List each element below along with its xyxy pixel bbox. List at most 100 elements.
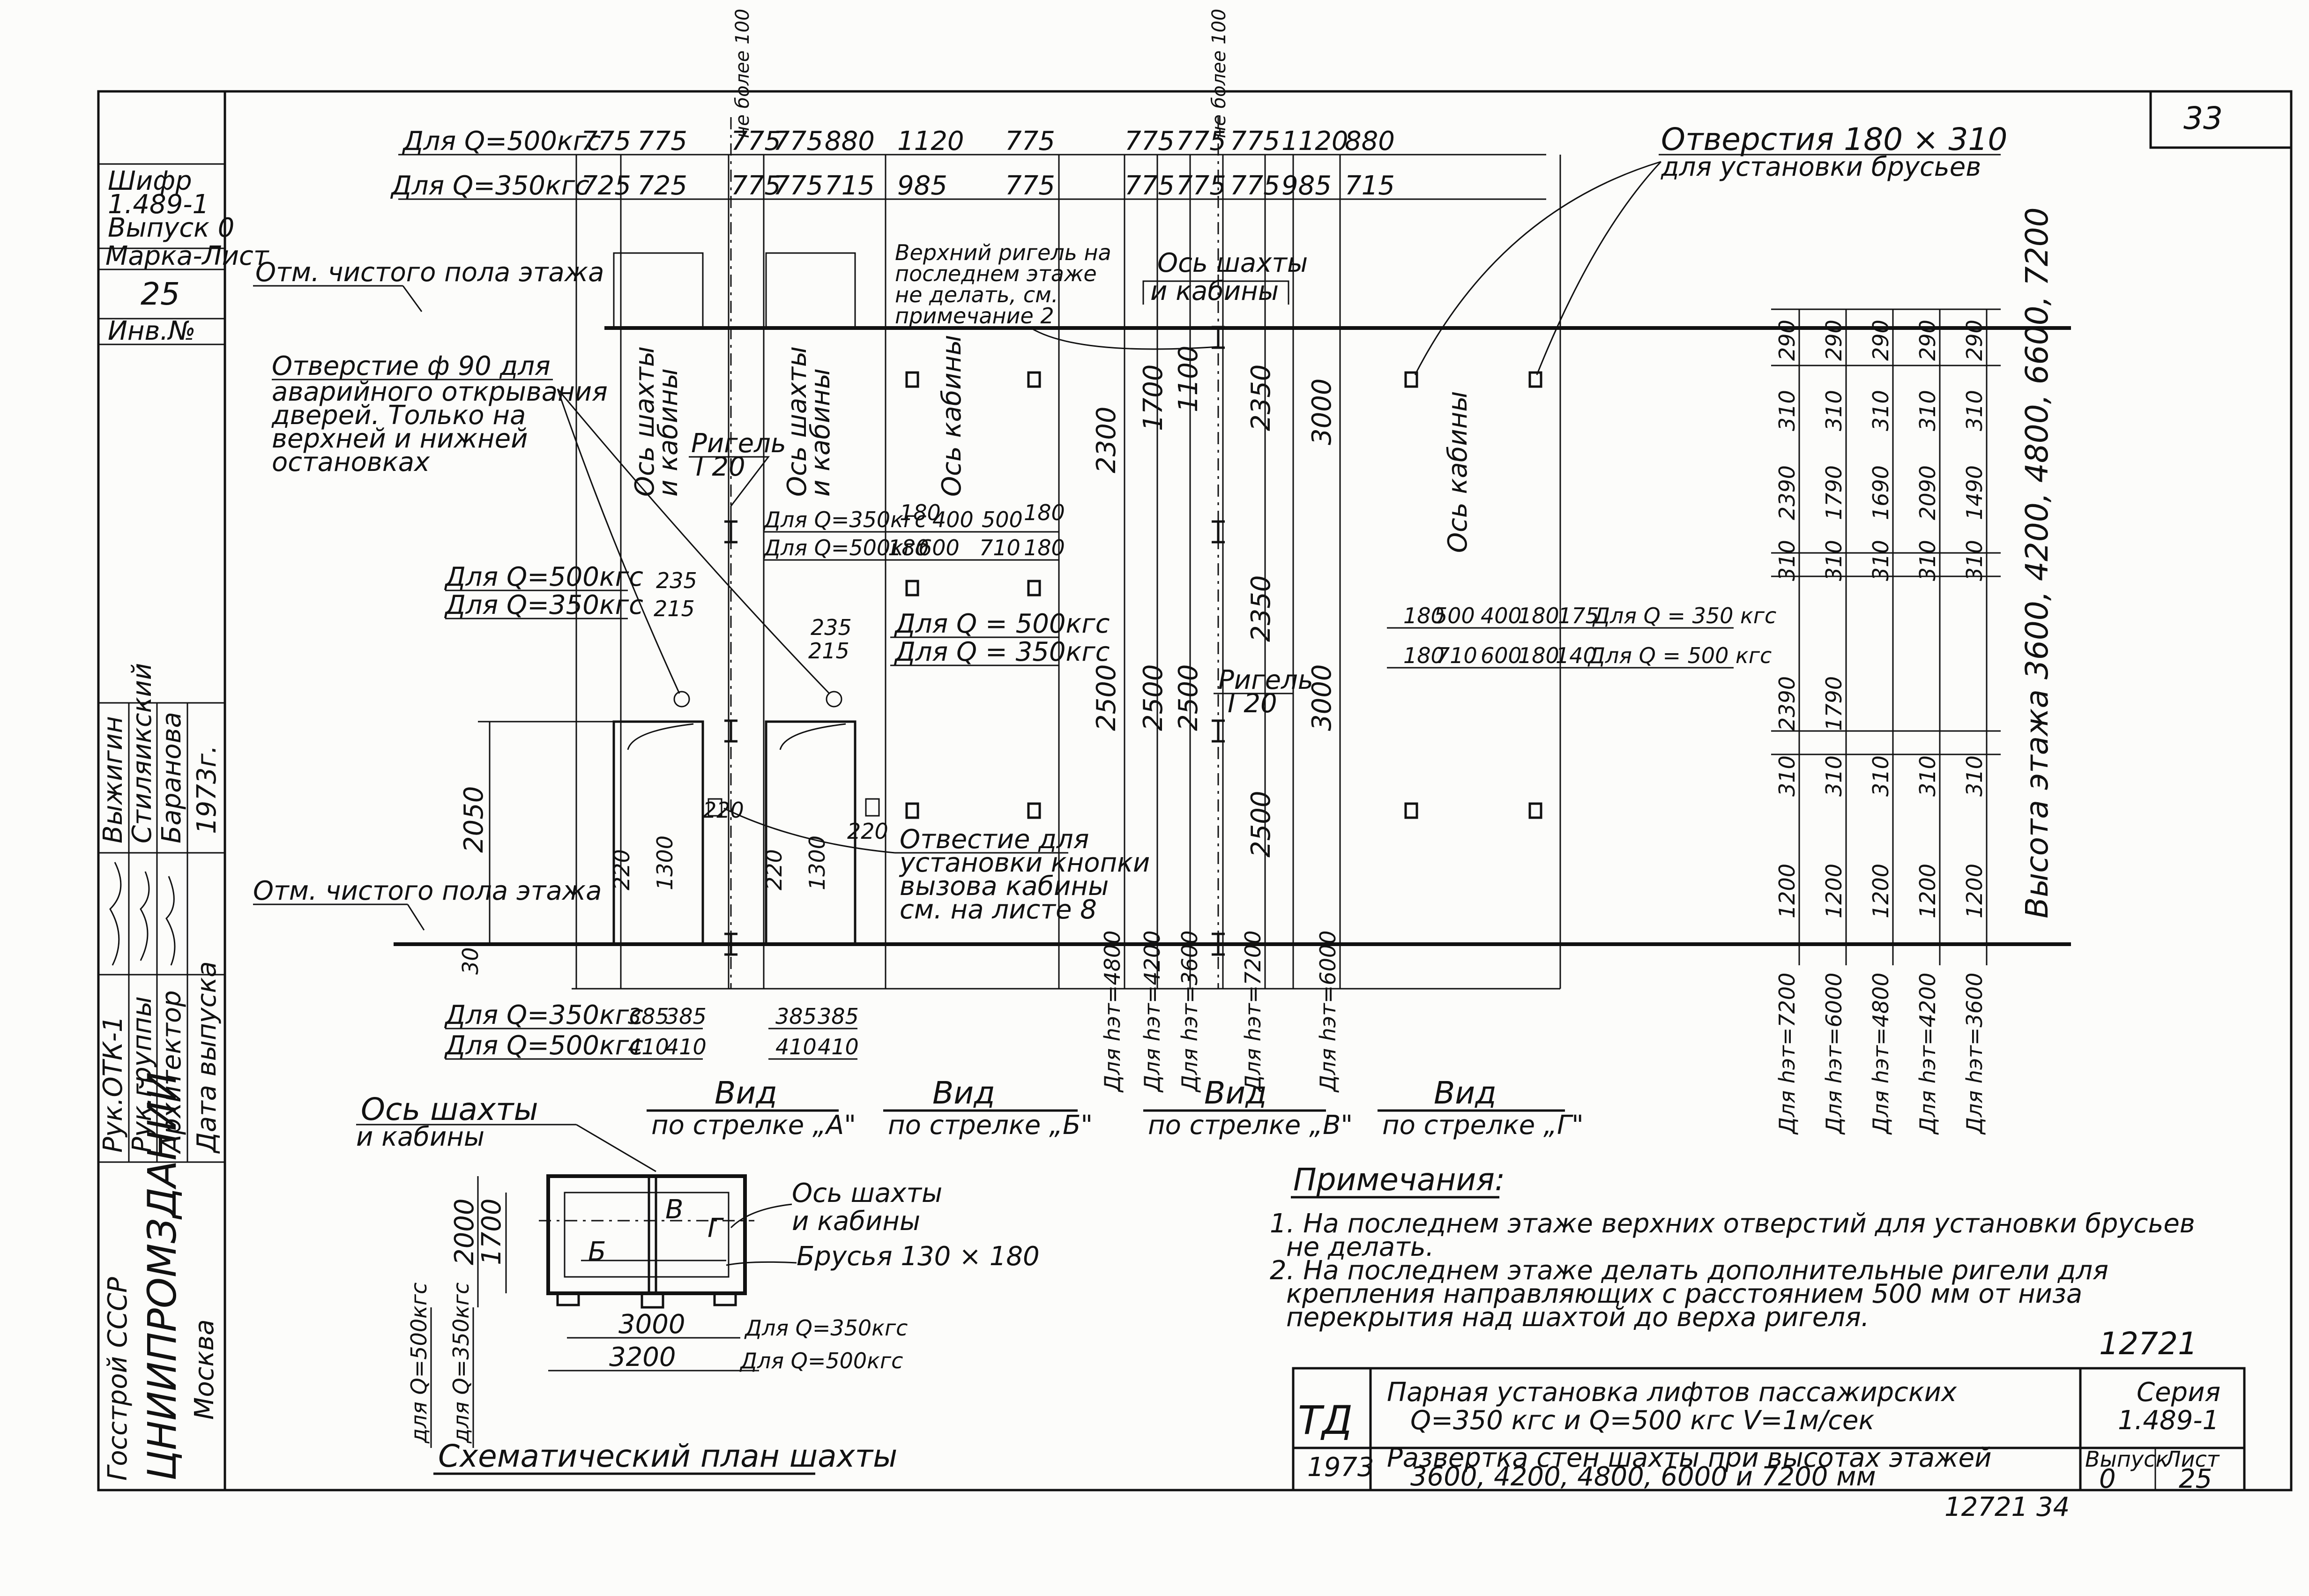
role-1: Рук.ОТК-1 <box>98 1016 128 1153</box>
a-q500-label: Для Q=500кгс <box>444 562 643 592</box>
series-label: Серия <box>2137 1377 2220 1408</box>
hole-90-line2: аварийного открывания <box>272 377 608 407</box>
view-a-title: Вид <box>715 1075 777 1111</box>
series-value: 1.489-1 <box>2118 1405 2219 1436</box>
right-top-value: 290 <box>1774 320 1800 361</box>
note-line-5: перекрытия над шахтой до верха ригеля. <box>1286 1302 1870 1333</box>
top-row1-value: 775 <box>1230 126 1280 157</box>
column-grid <box>575 117 1561 989</box>
holes-180-label: Отверстия 180 × 310 <box>1661 121 2007 157</box>
g-dim-600: 600 <box>1481 643 1522 668</box>
view-g-title: Вид <box>1434 1075 1497 1111</box>
floor-bottom-label: Отм. чистого пола этажа <box>253 876 602 906</box>
ibeam-symbol <box>1212 932 1225 956</box>
right-height-label: Для hэт=4800 <box>1868 973 1893 1135</box>
view-b: Ось кабины Верхний ригель на последнем э… <box>723 240 1219 1141</box>
v-height-label: Для hэт=6000 <box>1315 931 1341 1093</box>
view-v: Ось шахты и кабины 230025001700250011002… <box>1091 248 1353 1141</box>
hole-90-line4: верхней и нижней <box>272 424 528 454</box>
dim-1300-b: 1300 <box>804 835 830 890</box>
v-rigel-label: Ригель <box>1218 665 1313 695</box>
button-hole-left <box>708 798 722 817</box>
top-rigel-note-4: примечание 2 <box>895 303 1054 328</box>
right-height-label: Для hэт=4200 <box>1915 973 1940 1135</box>
stamp-year: 1973г. <box>192 745 222 834</box>
v-dim-value: 2500 <box>1246 791 1276 858</box>
dim-410-2: 410 <box>665 1034 707 1059</box>
right-mid-value: 1790 <box>1821 465 1847 520</box>
button-hole-line4: см. на листе 8 <box>900 895 1097 925</box>
v-height-label: Для hэт=7200 <box>1240 931 1266 1093</box>
b-dim-180-2: 180 <box>1024 500 1065 525</box>
floor-height-label: Высота этажа 3600, 4200, 4800, 6600, 720… <box>2019 207 2055 918</box>
b-dim-180-4: 180 <box>1024 535 1065 560</box>
b-q500-label: Для Q=500кгс <box>763 535 926 560</box>
view-b-sub: по стрелке „Б" <box>888 1110 1093 1141</box>
right-310-value: 310 <box>1774 390 1800 431</box>
right-310-value: 310 <box>1868 390 1893 431</box>
role-3: Архитектор <box>156 990 187 1154</box>
plan-left-q350: для Q=350кгс <box>448 1283 474 1444</box>
inv-label: Инв.№ <box>108 316 196 346</box>
dim-215-a: 215 <box>654 596 695 621</box>
top-row2-label: Для Q=350кгс <box>390 171 589 201</box>
a-q350-label: Для Q=350кгс <box>444 590 643 620</box>
v-dimension-stacks: 2300250017002500110025002350235025003000… <box>1091 345 1337 858</box>
issue-label: Выпуск <box>2085 1447 2168 1472</box>
g-dim-180-1: 180 <box>1403 603 1445 628</box>
role-2: Рук.группы <box>127 996 157 1153</box>
top-row1-value: 775 <box>1005 126 1055 157</box>
v-height-label: Для hэт=3600 <box>1177 931 1202 1093</box>
td-mark: ТД <box>1298 1397 1353 1443</box>
dim-410-1: 410 <box>628 1034 669 1059</box>
right-310b-value: 310 <box>1821 540 1847 581</box>
right-low-value: 2390 <box>1774 676 1800 731</box>
view-v-title: Вид <box>1204 1075 1267 1111</box>
archive-number: 12721 <box>2099 1326 2197 1362</box>
ibeam-symbol <box>1212 520 1225 544</box>
axis-shaft-a1: Ось шахты <box>630 346 660 497</box>
date-label: Дата выпуска <box>192 961 222 1154</box>
title-block: 12721 ТД 1973 Парная установка лифтов па… <box>1292 1326 2246 1522</box>
axis-cabin-g: Ось кабины <box>1443 391 1473 553</box>
name-3: Баранова <box>156 712 187 843</box>
axis-cabin-a2: и кабины <box>805 368 836 497</box>
v-dim-value: 2350 <box>1246 364 1276 431</box>
view-g: Ось кабины Отверстия 180 × 310 для устан… <box>1378 121 2007 1141</box>
page-number-box <box>2149 90 2293 149</box>
v-dim-value: 2500 <box>1138 664 1169 731</box>
beam-hole <box>1027 580 1041 597</box>
view-g-sub: по стрелке „Г" <box>1382 1110 1584 1141</box>
right-mid-value: 1490 <box>1962 465 1987 520</box>
plan-axis-cabin-2: и кабины <box>792 1206 920 1237</box>
plan-beams: Брусья 130 × 180 <box>797 1241 1040 1272</box>
v-dim-value: 1700 <box>1138 364 1169 431</box>
v-dim-value: 1100 <box>1173 345 1204 412</box>
plan-dim-2000: 2000 <box>449 1198 480 1265</box>
plan-q500: Для Q=500кгс <box>739 1348 903 1373</box>
top-row2-value: 775 <box>1230 171 1280 201</box>
sheet-frame <box>97 90 2293 1492</box>
right-top-value: 290 <box>1821 320 1847 361</box>
ibeam-symbol <box>724 719 737 743</box>
dim-235-b: 235 <box>811 615 852 640</box>
g-dim-400: 400 <box>1481 603 1522 628</box>
top-row2-value: 775 <box>1005 171 1055 201</box>
rigel-label: Ригель <box>691 428 786 459</box>
schematic-plan: Ось шахты и кабины Б В Г Ось шахты и каб… <box>356 1091 1040 1475</box>
g-dim-120: 180 <box>1518 603 1559 628</box>
beam-hole <box>1528 802 1542 819</box>
button-hole-line1: Отвестие для <box>900 824 1089 855</box>
dim-385-1: 385 <box>628 1004 669 1029</box>
right-310b-value: 310 <box>1915 540 1940 581</box>
gap-note-1: не более 100 <box>732 9 753 138</box>
right-low-value: 1790 <box>1821 676 1847 731</box>
g-dim-500: 500 <box>1434 603 1475 628</box>
floor-top-label: Отм. чистого пола этажа <box>255 257 604 288</box>
name-2: Стиляикский <box>127 663 157 843</box>
hole-90-left <box>673 691 690 708</box>
g-q500c: Для Q = 500 кгс <box>1587 643 1772 668</box>
b-dim-710: 710 <box>979 535 1020 560</box>
plan-caption: Схематический план шахты <box>438 1438 897 1474</box>
